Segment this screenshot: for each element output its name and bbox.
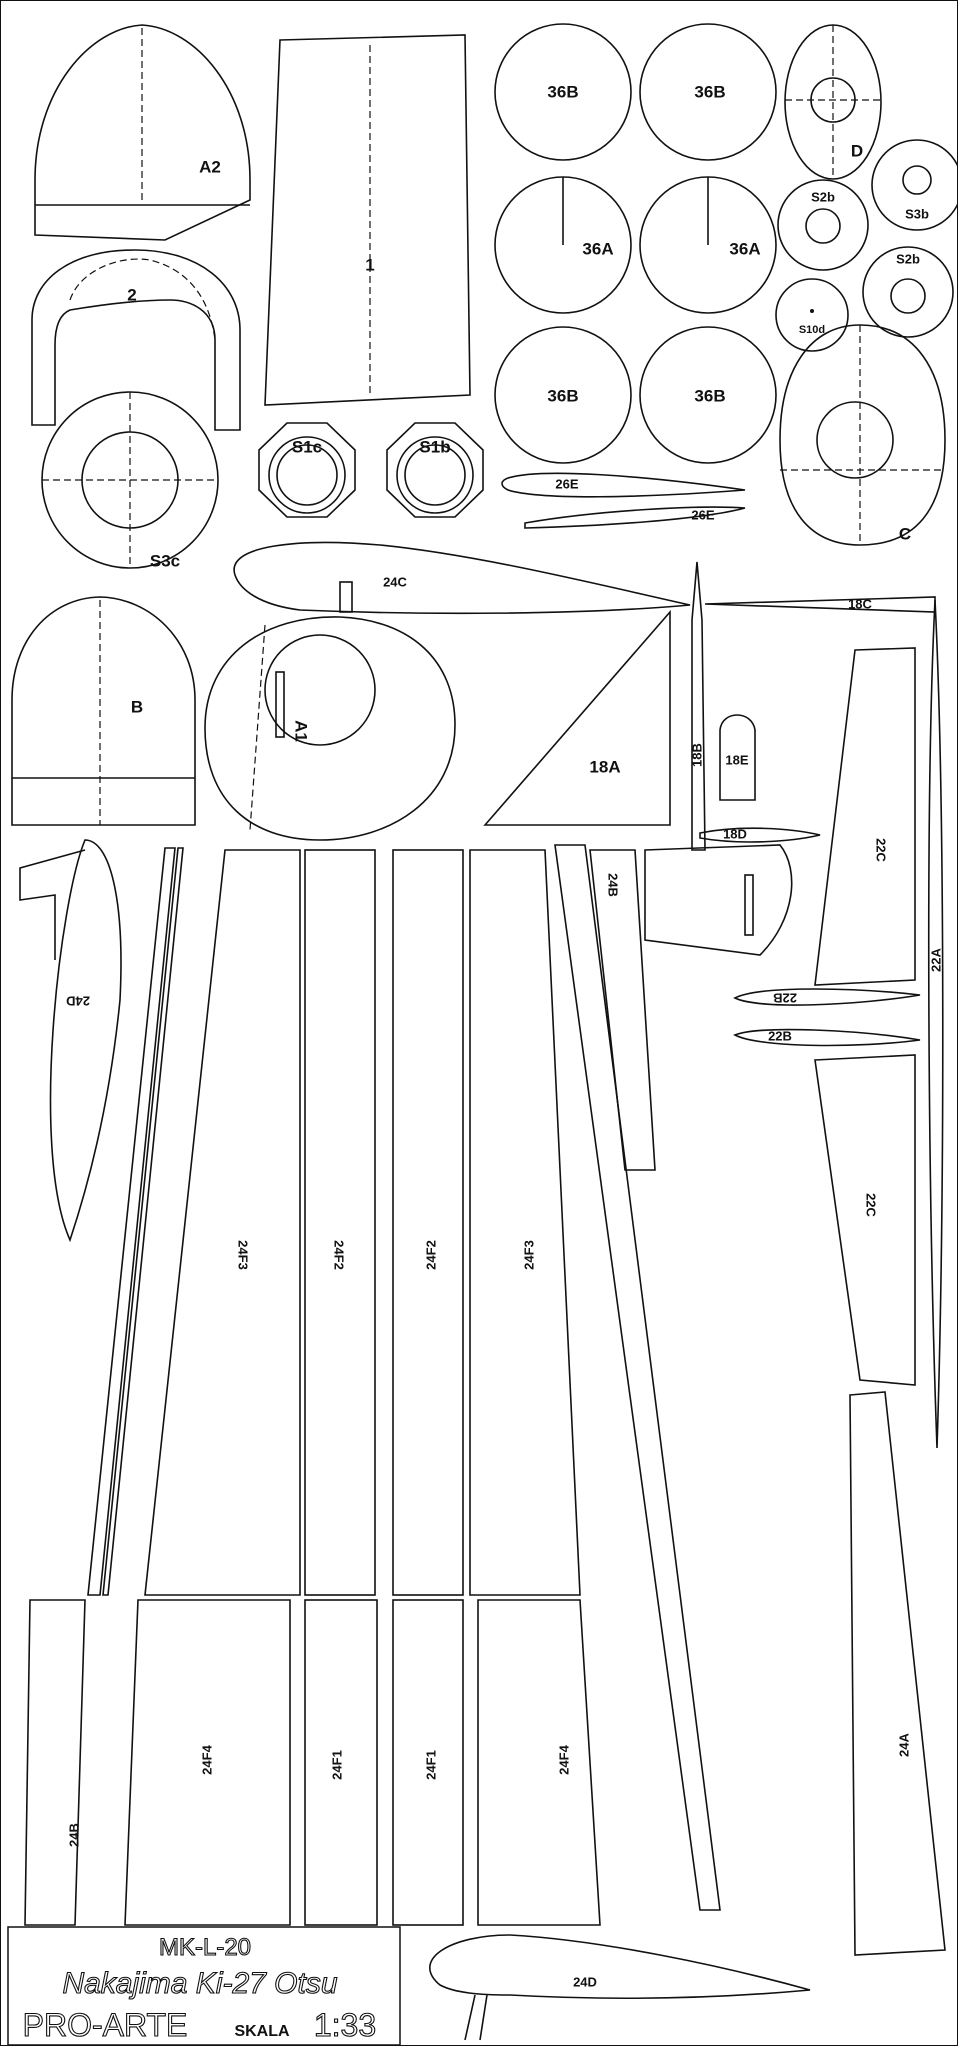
part-label: 24D: [573, 1974, 597, 1989]
part-label: 22A: [928, 947, 943, 971]
part-a2: A2: [34, 24, 251, 241]
part-22c-lower: 22C: [814, 1054, 916, 1386]
part-label: 18A: [589, 757, 620, 776]
part-label: 2: [127, 285, 136, 304]
part-label: 36B: [694, 82, 725, 101]
part-label: S2b: [896, 251, 920, 266]
part-24c: 24C: [233, 541, 691, 615]
part-label: 24F3: [521, 1240, 536, 1270]
part-label: 22C: [874, 838, 889, 862]
part-label: 1: [365, 255, 374, 274]
part-18c: 18C: [704, 596, 936, 613]
part-label: 24A: [896, 1732, 911, 1756]
part-label: A2: [199, 157, 221, 176]
part-18-tail: 18A 18B 18E 18D: [483, 561, 821, 956]
part-label: S2b: [811, 189, 835, 204]
part-label: A1: [292, 720, 311, 742]
part-label: 24C: [383, 574, 407, 589]
part-label: 24F2: [423, 1240, 438, 1270]
part-label: B: [131, 697, 143, 716]
part-label: 24F2: [332, 1240, 347, 1270]
part-22b: 22B 22B: [733, 988, 921, 1047]
part-s3c: S3c: [41, 391, 219, 570]
part-24a: 24A: [849, 1391, 946, 1956]
part-label: S1b: [419, 437, 450, 456]
part-a1: A1: [204, 616, 456, 841]
part-label: C: [899, 524, 911, 543]
part-label: S1c: [292, 437, 322, 456]
part-24d: 24D: [429, 1934, 811, 2041]
part-label: 24F4: [199, 1744, 214, 1774]
publisher: PRO-ARTE: [23, 2007, 188, 2043]
part-b: B: [11, 596, 196, 826]
part-label: 24F4: [556, 1744, 571, 1774]
part-label: 24D: [66, 994, 90, 1009]
part-label: 18E: [725, 752, 748, 767]
scale-value: 1:33: [314, 2007, 376, 2043]
part-label: S3c: [150, 551, 180, 570]
part-label: 26E: [691, 507, 714, 522]
part-2: 2: [31, 249, 241, 431]
part-22c-upper: 22C: [814, 647, 916, 986]
model-code: MK-L-20: [159, 1934, 251, 1961]
part-c: C: [779, 324, 946, 546]
part-24d-side: 24D: [19, 839, 122, 1243]
part-label: 22B: [768, 1028, 792, 1043]
part-d-and-rings: D S3b S2b S2b S10d: [775, 24, 958, 352]
part-label: S3b: [905, 206, 929, 221]
part-22a: 22A: [927, 599, 944, 1449]
part-26e: 26E 26E: [501, 472, 746, 529]
part-36-formers: 36B 36B 36A 36A 36B 36B: [494, 23, 777, 464]
part-label: 22C: [864, 1193, 879, 1217]
part-24-panels-upper: 24F3 24F2 24F2 24F3 24B: [87, 844, 721, 1911]
part-label: 18D: [723, 826, 747, 841]
part-label: 24B: [66, 1823, 81, 1847]
part-label: 18B: [689, 743, 704, 767]
scale-label: SKALA: [234, 2023, 290, 2040]
model-name: Nakajima Ki-27 Otsu: [62, 1967, 337, 2000]
part-label: 36A: [582, 239, 613, 258]
part-label: 24B: [606, 873, 621, 897]
part-label: D: [851, 141, 863, 160]
part-label: 26E: [555, 476, 578, 491]
part-label: 24F1: [329, 1750, 344, 1780]
title-block: MK-L-20 Nakajima Ki-27 Otsu PRO-ARTE SKA…: [7, 1926, 401, 2046]
part-1: 1: [264, 34, 471, 406]
part-label: 36A: [729, 239, 760, 258]
part-label: 36B: [694, 386, 725, 405]
part-label: S10d: [799, 324, 825, 336]
part-label: 18C: [848, 596, 872, 611]
part-24-panels-lower: 24B 24F4 24F1 24F1 24F4: [24, 1599, 601, 1926]
part-label: 22B: [773, 991, 797, 1006]
part-label: 24F1: [423, 1750, 438, 1780]
part-label: 24F3: [236, 1240, 251, 1270]
part-s1c-s1b: S1c S1b: [258, 422, 484, 518]
part-label: 36B: [547, 386, 578, 405]
part-label: 36B: [547, 82, 578, 101]
